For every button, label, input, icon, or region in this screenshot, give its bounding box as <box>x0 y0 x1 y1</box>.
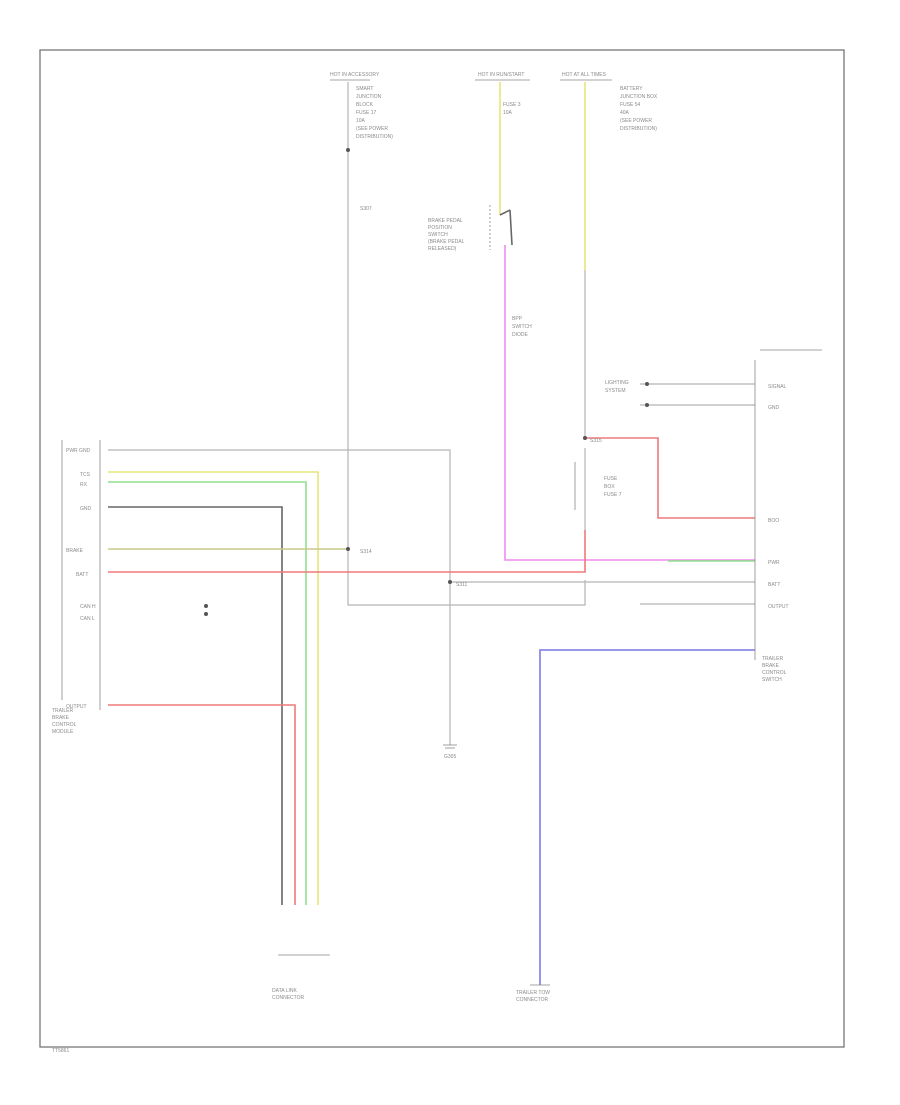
wire-pwr-gnd <box>108 449 451 700</box>
left-pin-6: CAN H <box>80 604 96 610</box>
right-module-line-2: CONTROL <box>762 670 787 676</box>
wire-red-right-loop <box>585 437 755 519</box>
ground-point: G305 <box>443 700 457 760</box>
power-right-line-0: BATTERY <box>620 86 643 92</box>
dlc-line-1: CONNECTOR <box>272 995 305 1001</box>
splice-dot <box>645 382 649 386</box>
splice-dot <box>583 436 587 440</box>
power-right-line-4: (SEE POWER <box>620 118 652 124</box>
power-left-line-1: JUNCTION <box>356 94 382 100</box>
power-left-title: HOT IN ACCESSORY <box>330 72 380 78</box>
brake-switch-line-3: (BRAKE PEDAL <box>428 239 465 245</box>
left-pin-1: TCS <box>80 472 91 478</box>
left-pin-4: BRAKE <box>66 548 84 554</box>
power-left-line-3: FUSE 17 <box>356 110 377 116</box>
splice-dot <box>204 612 208 616</box>
left-module-line-1: BRAKE <box>52 715 70 721</box>
power-source-middle: HOT IN RUN/START FUSE 3 10A <box>475 72 530 116</box>
right-pin-1: GND <box>768 405 780 411</box>
splice-dot <box>448 580 452 584</box>
left-module: TRAILER BRAKE CONTROL MODULE PWR GND TCS… <box>52 440 101 735</box>
splice-dot <box>204 604 208 608</box>
dlc-line-0: DATA LINK <box>272 988 297 994</box>
right-note-1: SYSTEM <box>605 388 626 394</box>
diode-line-2: DIODE <box>512 332 529 338</box>
left-module-line-2: CONTROL <box>52 722 77 728</box>
power-source-left: HOT IN ACCESSORY SMART JUNCTION BLOCK FU… <box>330 72 393 160</box>
wire-batt-red <box>108 530 586 573</box>
power-middle-fuse-0: FUSE 3 <box>503 102 521 108</box>
trailer-connector-line-0: TRAILER TOW <box>516 990 550 996</box>
diode-line-1: SWITCH <box>512 324 532 330</box>
splice-label-0: S314 <box>360 549 372 555</box>
left-pin-7: CAN L <box>80 616 95 622</box>
trailer-tow-connector: TRAILER TOW CONNECTOR <box>516 984 550 1003</box>
splice-dot <box>346 547 350 551</box>
power-left-line-0: SMART <box>356 86 373 92</box>
brake-switch-line-2: SWITCH <box>428 232 448 238</box>
wire-rx <box>108 481 307 905</box>
left-pin-8: OUTPUT <box>66 704 87 710</box>
power-middle-fuse-1: 10A <box>503 110 513 116</box>
power-source-right: HOT AT ALL TIMES BATTERY JUNCTION BOX FU… <box>560 72 658 132</box>
left-pin-0: PWR GND <box>66 448 91 454</box>
right-module-line-3: SWITCH <box>762 677 782 683</box>
wire-gnd-dark <box>108 506 283 905</box>
splice-dot <box>645 403 649 407</box>
right-pin-4: BATT <box>768 582 780 588</box>
right-pin-0: SIGNAL <box>768 384 787 390</box>
splice-label-2: S315 <box>590 438 602 444</box>
fuse-box-line-1: BOX <box>604 484 615 490</box>
power-right-line-5: DISTRIBUTION) <box>620 126 657 132</box>
power-right-line-3: 40A <box>620 110 630 116</box>
ground-label: G305 <box>444 754 456 760</box>
power-right-line-1: JUNCTION BOX <box>620 94 658 100</box>
data-link-connector: DATA LINK CONNECTOR <box>272 954 330 1001</box>
wire-output-red <box>108 704 296 905</box>
wire-tcs <box>108 471 319 905</box>
right-module-line-1: BRAKE <box>762 663 780 669</box>
left-pin-2: RX <box>80 482 88 488</box>
brake-pedal-switch: BRAKE PEDAL POSITION SWITCH (BRAKE PEDAL… <box>428 205 513 252</box>
power-middle-title: HOT IN RUN/START <box>478 72 524 78</box>
power-left-line-2: BLOCK <box>356 102 374 108</box>
left-module-line-0: TRAILER <box>52 708 74 714</box>
left-module-line-3: MODULE <box>52 729 74 735</box>
fuse-box-line-2: FUSE 7 <box>604 492 622 498</box>
diode-line-0: BPP <box>512 316 523 322</box>
bpp-diode: BPP SWITCH DIODE <box>512 316 532 338</box>
right-module: SIGNAL GND BOO PWR BATT OUTPUT TRAILER B… <box>605 349 822 683</box>
power-right-title: HOT AT ALL TIMES <box>562 72 607 78</box>
wire-trailer-blue <box>539 649 755 985</box>
fuse-box: FUSE BOX FUSE 7 <box>574 462 622 510</box>
brake-switch-line-1: POSITION <box>428 225 452 231</box>
trailer-connector-line-1: CONNECTOR <box>516 997 549 1003</box>
brake-switch-line-4: RELEASED) <box>428 246 457 252</box>
power-left-line-6: DISTRIBUTION) <box>356 134 393 140</box>
brake-switch-line-0: BRAKE PEDAL <box>428 218 463 224</box>
splice-label-3: S307 <box>360 206 372 212</box>
right-pin-2: BOO <box>768 518 779 524</box>
right-pin-5: OUTPUT <box>768 604 789 610</box>
wire-brake-signal <box>504 245 755 561</box>
fuse-box-line-0: FUSE <box>604 476 618 482</box>
footer-code: TT5861 <box>52 1048 69 1054</box>
right-note-0: LIGHTING <box>605 380 629 386</box>
right-pin-3: PWR <box>768 560 780 566</box>
right-module-line-0: TRAILER <box>762 656 784 662</box>
diagram-frame <box>39 49 845 1048</box>
wire-accessory-feed <box>347 160 586 606</box>
splice-label-1: S311 <box>456 582 468 588</box>
power-right-line-2: FUSE 54 <box>620 102 641 108</box>
power-left-line-4: 10A <box>356 118 366 124</box>
power-left-line-5: (SEE POWER <box>356 126 388 132</box>
left-pin-5: BATT <box>76 572 88 578</box>
left-pin-3: GND <box>80 506 92 512</box>
splice-dot <box>346 148 350 152</box>
